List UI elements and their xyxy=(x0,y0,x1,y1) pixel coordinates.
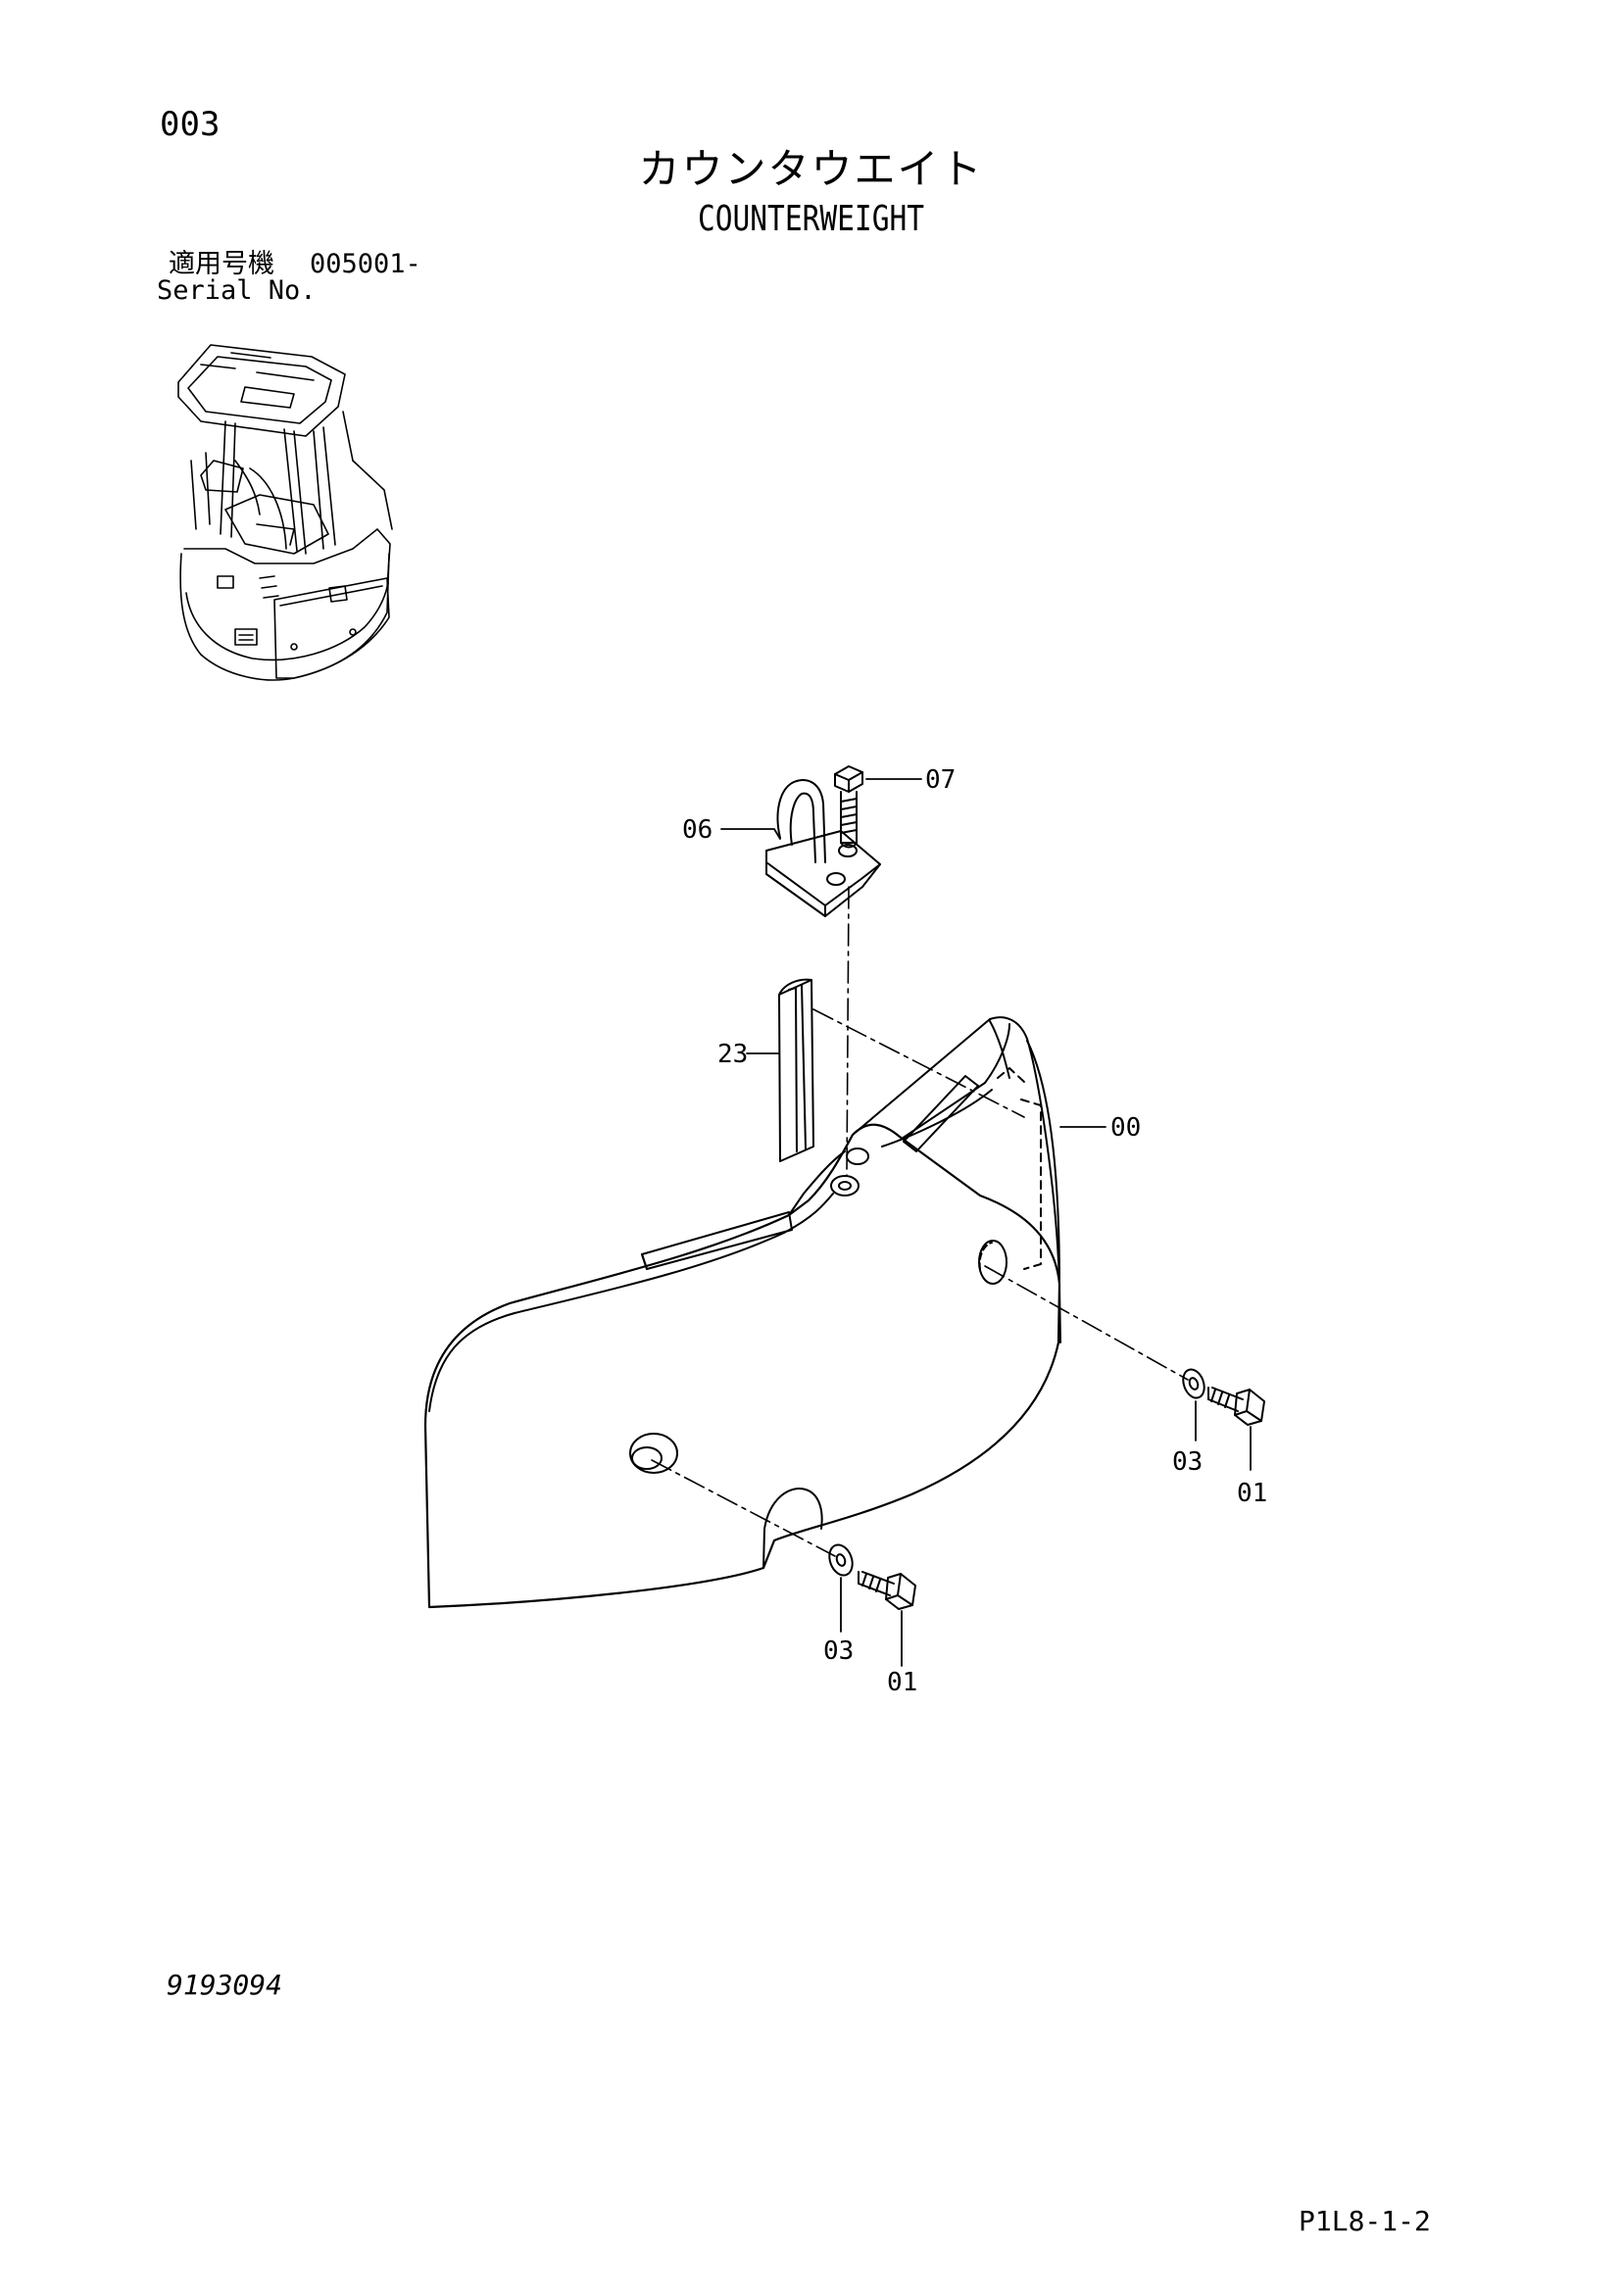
bolt-part-07 xyxy=(834,765,863,849)
label-part-00: 00 xyxy=(1110,1113,1141,1143)
counterweight-body xyxy=(423,1016,1061,1609)
washer-part-03-right xyxy=(1182,1368,1205,1399)
guide-plate-part-23 xyxy=(778,978,814,1162)
bolt-part-01-bottom xyxy=(858,1571,916,1610)
washer-part-03-bottom xyxy=(828,1543,854,1577)
serial-label-english: Serial No. xyxy=(157,275,317,306)
bolt-part-01-right xyxy=(1207,1387,1265,1426)
leader-lines xyxy=(720,778,1252,1667)
drawing-number: 9193094 xyxy=(167,1969,283,2001)
assembly-centerlines xyxy=(651,886,1189,1557)
title-english: COUNTERWEIGHT xyxy=(697,199,925,239)
page-number: 003 xyxy=(160,105,221,144)
label-part-01-right: 01 xyxy=(1237,1479,1267,1508)
label-part-06: 06 xyxy=(682,815,713,845)
serial-label-japanese: 適用号機 xyxy=(169,249,274,279)
serial-value: 005001- xyxy=(310,249,421,279)
label-part-07: 07 xyxy=(925,765,956,795)
label-part-01-bottom: 01 xyxy=(887,1668,917,1697)
bracket-part-06 xyxy=(765,779,881,917)
label-part-03-bottom: 03 xyxy=(823,1637,854,1666)
machine-overview-illustration xyxy=(177,344,393,681)
label-part-23: 23 xyxy=(717,1040,748,1069)
title-japanese: カウンタウエイト xyxy=(638,145,984,193)
label-part-03-right: 03 xyxy=(1172,1447,1203,1477)
sheet-id: P1L8-1-2 xyxy=(1299,2205,1431,2237)
part-labels: 07 06 23 00 03 01 03 01 xyxy=(682,765,1267,1697)
